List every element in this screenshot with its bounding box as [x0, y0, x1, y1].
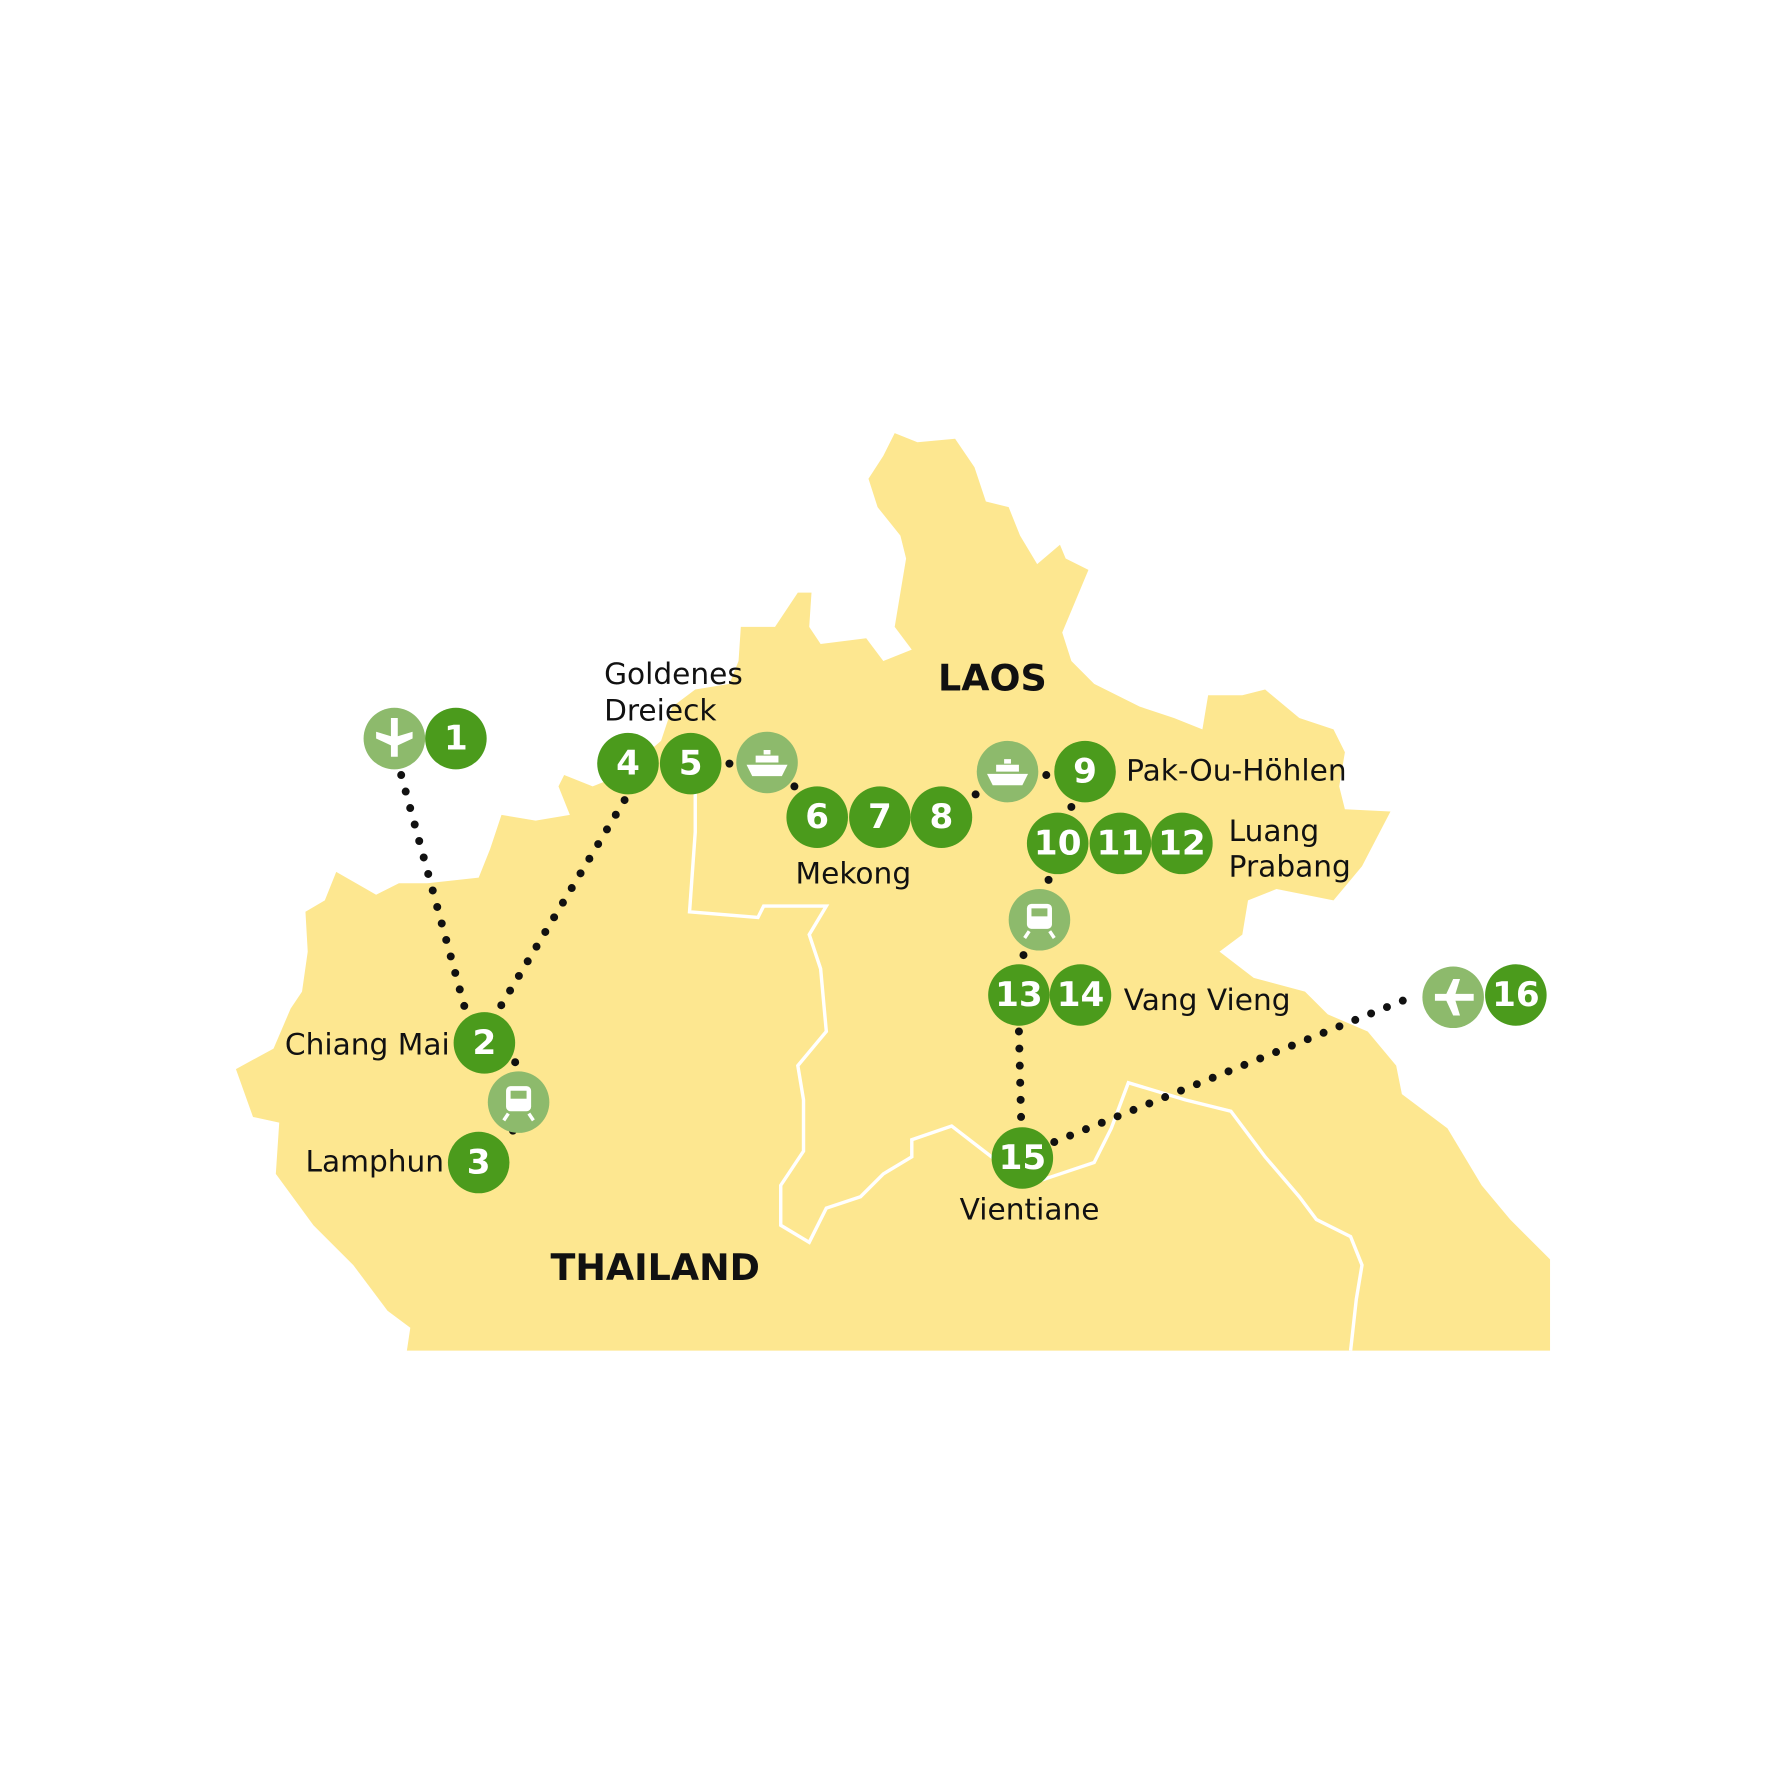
- stop-6: 6: [786, 786, 848, 848]
- map-land: [235, 433, 1551, 1351]
- svg-text:6: 6: [805, 797, 829, 837]
- stop-3: 3: [447, 1131, 510, 1194]
- svg-text:15: 15: [999, 1138, 1047, 1178]
- stop-5: 5: [659, 732, 722, 795]
- stop-2: 2: [453, 1012, 516, 1074]
- place-golden-triangle-1: Goldenes: [604, 656, 743, 691]
- stop-10: 10: [1026, 812, 1089, 875]
- stop-14: 14: [1049, 964, 1112, 1026]
- place-pak-ou: Pak-Ou-Höhlen: [1126, 753, 1347, 788]
- place-golden-triangle-2: Dreieck: [604, 692, 717, 727]
- svg-text:12: 12: [1158, 823, 1206, 863]
- svg-text:3: 3: [467, 1143, 491, 1183]
- place-mekong: Mekong: [796, 855, 912, 890]
- svg-text:16: 16: [1492, 975, 1540, 1015]
- svg-text:11: 11: [1097, 823, 1145, 863]
- svg-text:13: 13: [995, 975, 1043, 1015]
- stop-4: 4: [597, 732, 659, 795]
- plane-icon: [363, 707, 426, 770]
- place-luang-prabang-1: Luang: [1229, 813, 1320, 848]
- train-icon: [487, 1071, 550, 1133]
- country-label-laos: LAOS: [938, 657, 1047, 700]
- train-icon: [1008, 889, 1071, 951]
- stop-12: 12: [1151, 812, 1213, 875]
- svg-text:1: 1: [444, 719, 468, 759]
- boat-icon: [976, 740, 1039, 803]
- stop-9: 9: [1054, 740, 1116, 803]
- plane-icon: [1422, 966, 1484, 1029]
- place-vang-vieng: Vang Vieng: [1124, 982, 1291, 1017]
- country-label-thailand: THAILAND: [550, 1246, 759, 1289]
- stop-11: 11: [1089, 812, 1152, 875]
- border-thailand-laos: [687, 786, 1364, 1351]
- place-luang-prabang-2: Prabang: [1229, 848, 1351, 883]
- stop-13: 13: [988, 964, 1050, 1026]
- svg-text:10: 10: [1034, 823, 1082, 863]
- stop-8: 8: [910, 786, 973, 848]
- svg-text:7: 7: [868, 797, 892, 837]
- svg-text:14: 14: [1057, 975, 1105, 1015]
- stop-15: 15: [991, 1127, 1054, 1189]
- stop-1: 1: [425, 707, 487, 770]
- svg-text:2: 2: [472, 1023, 496, 1063]
- route-lines: [397, 759, 1421, 1147]
- svg-text:9: 9: [1073, 752, 1097, 792]
- place-vientiane: Vientiane: [960, 1192, 1100, 1227]
- stop-7: 7: [849, 786, 911, 848]
- stop-16: 16: [1485, 964, 1547, 1026]
- svg-text:8: 8: [930, 797, 954, 837]
- boat-icon: [736, 731, 798, 794]
- place-chiang-mai: Chiang Mai: [285, 1026, 450, 1061]
- svg-text:4: 4: [616, 744, 640, 784]
- svg-text:5: 5: [679, 744, 703, 784]
- place-lamphun: Lamphun: [305, 1144, 444, 1179]
